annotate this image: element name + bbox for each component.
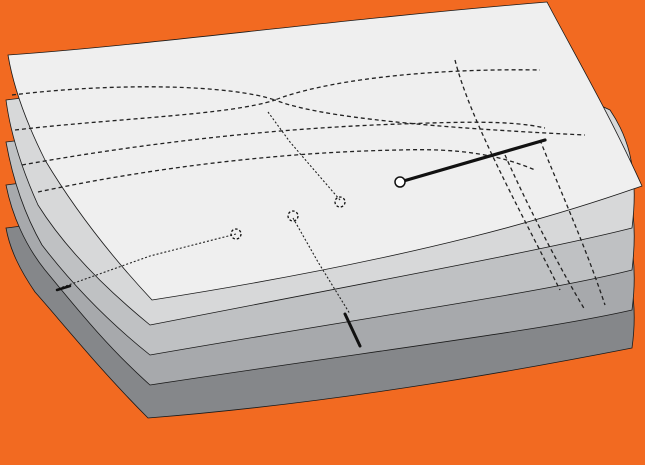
open-point — [395, 177, 405, 187]
